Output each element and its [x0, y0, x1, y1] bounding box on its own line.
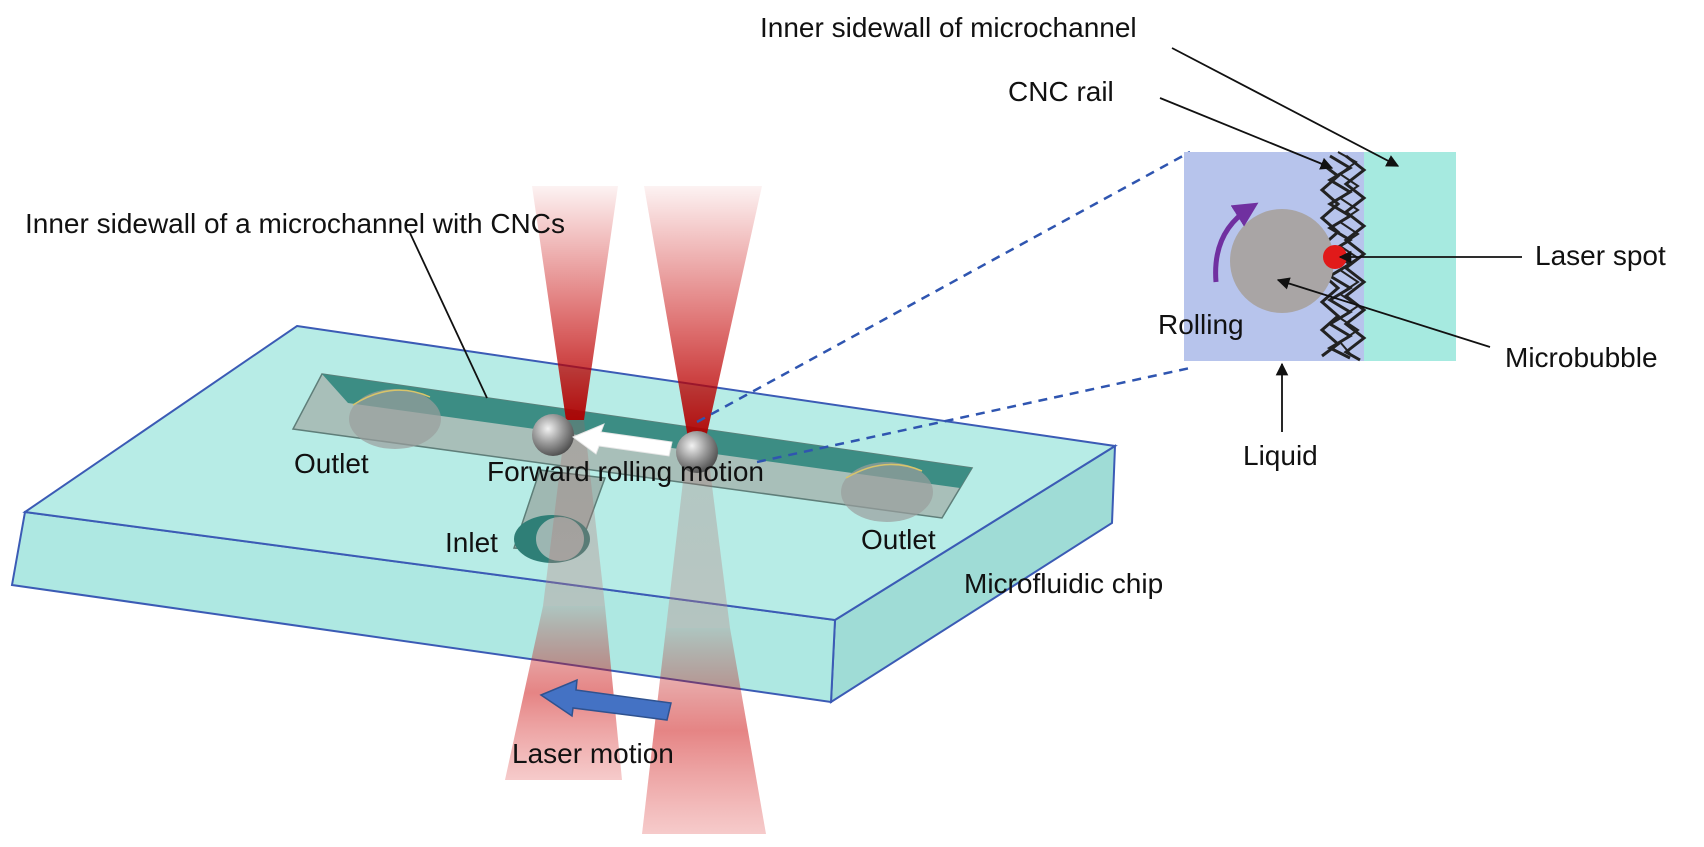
label-inlet: Inlet	[445, 527, 498, 558]
channel-sidewall-cncs	[322, 374, 972, 488]
label-liquid: Liquid	[1243, 440, 1318, 471]
zoom-line-lower	[756, 366, 1191, 464]
leader-microbubble	[1276, 277, 1491, 348]
outlet-right-reservoir	[841, 462, 933, 522]
label-cnc-rail: CNC rail	[1008, 76, 1114, 107]
label-laser-spot: Laser spot	[1535, 240, 1666, 271]
laser-beam-right-upper	[644, 186, 762, 438]
laser-motion-arrow	[539, 678, 672, 721]
label-inner-sidewall-microchannel: Inner sidewall of microchannel	[760, 12, 1137, 43]
laser-beam-left-through	[543, 420, 605, 606]
inset-microbubble	[1230, 209, 1334, 313]
label-rolling: Rolling	[1158, 309, 1244, 340]
label-outlet-right: Outlet	[861, 524, 936, 555]
label-microbubble: Microbubble	[1505, 342, 1658, 373]
label-microfluidic-chip: Microfluidic chip	[964, 568, 1163, 599]
leader-lines	[409, 47, 1522, 432]
label-outlet-left: Outlet	[294, 448, 369, 479]
microbubble-right	[676, 431, 718, 473]
laser-beam-right-through	[666, 438, 730, 628]
laser-beam-left-upper	[532, 186, 618, 420]
leader-inner-sidewall	[1171, 47, 1400, 167]
rolling-arrow	[1213, 202, 1259, 283]
label-laser-motion: Laser motion	[512, 738, 674, 769]
laser-beam-right-lower	[642, 628, 766, 834]
zoom-line-upper	[696, 150, 1191, 424]
forward-rolling-arrow	[571, 423, 673, 457]
microbubble-left	[532, 414, 574, 456]
outlet-left-reservoir	[349, 389, 441, 449]
leader-inner-sidewall-cncs	[409, 232, 488, 399]
leader-cnc-rail	[1159, 97, 1334, 170]
label-forward-rolling-motion: Forward rolling motion	[487, 456, 764, 487]
label-inner-sidewall-with-cncs: Inner sidewall of a microchannel with CN…	[25, 208, 565, 239]
